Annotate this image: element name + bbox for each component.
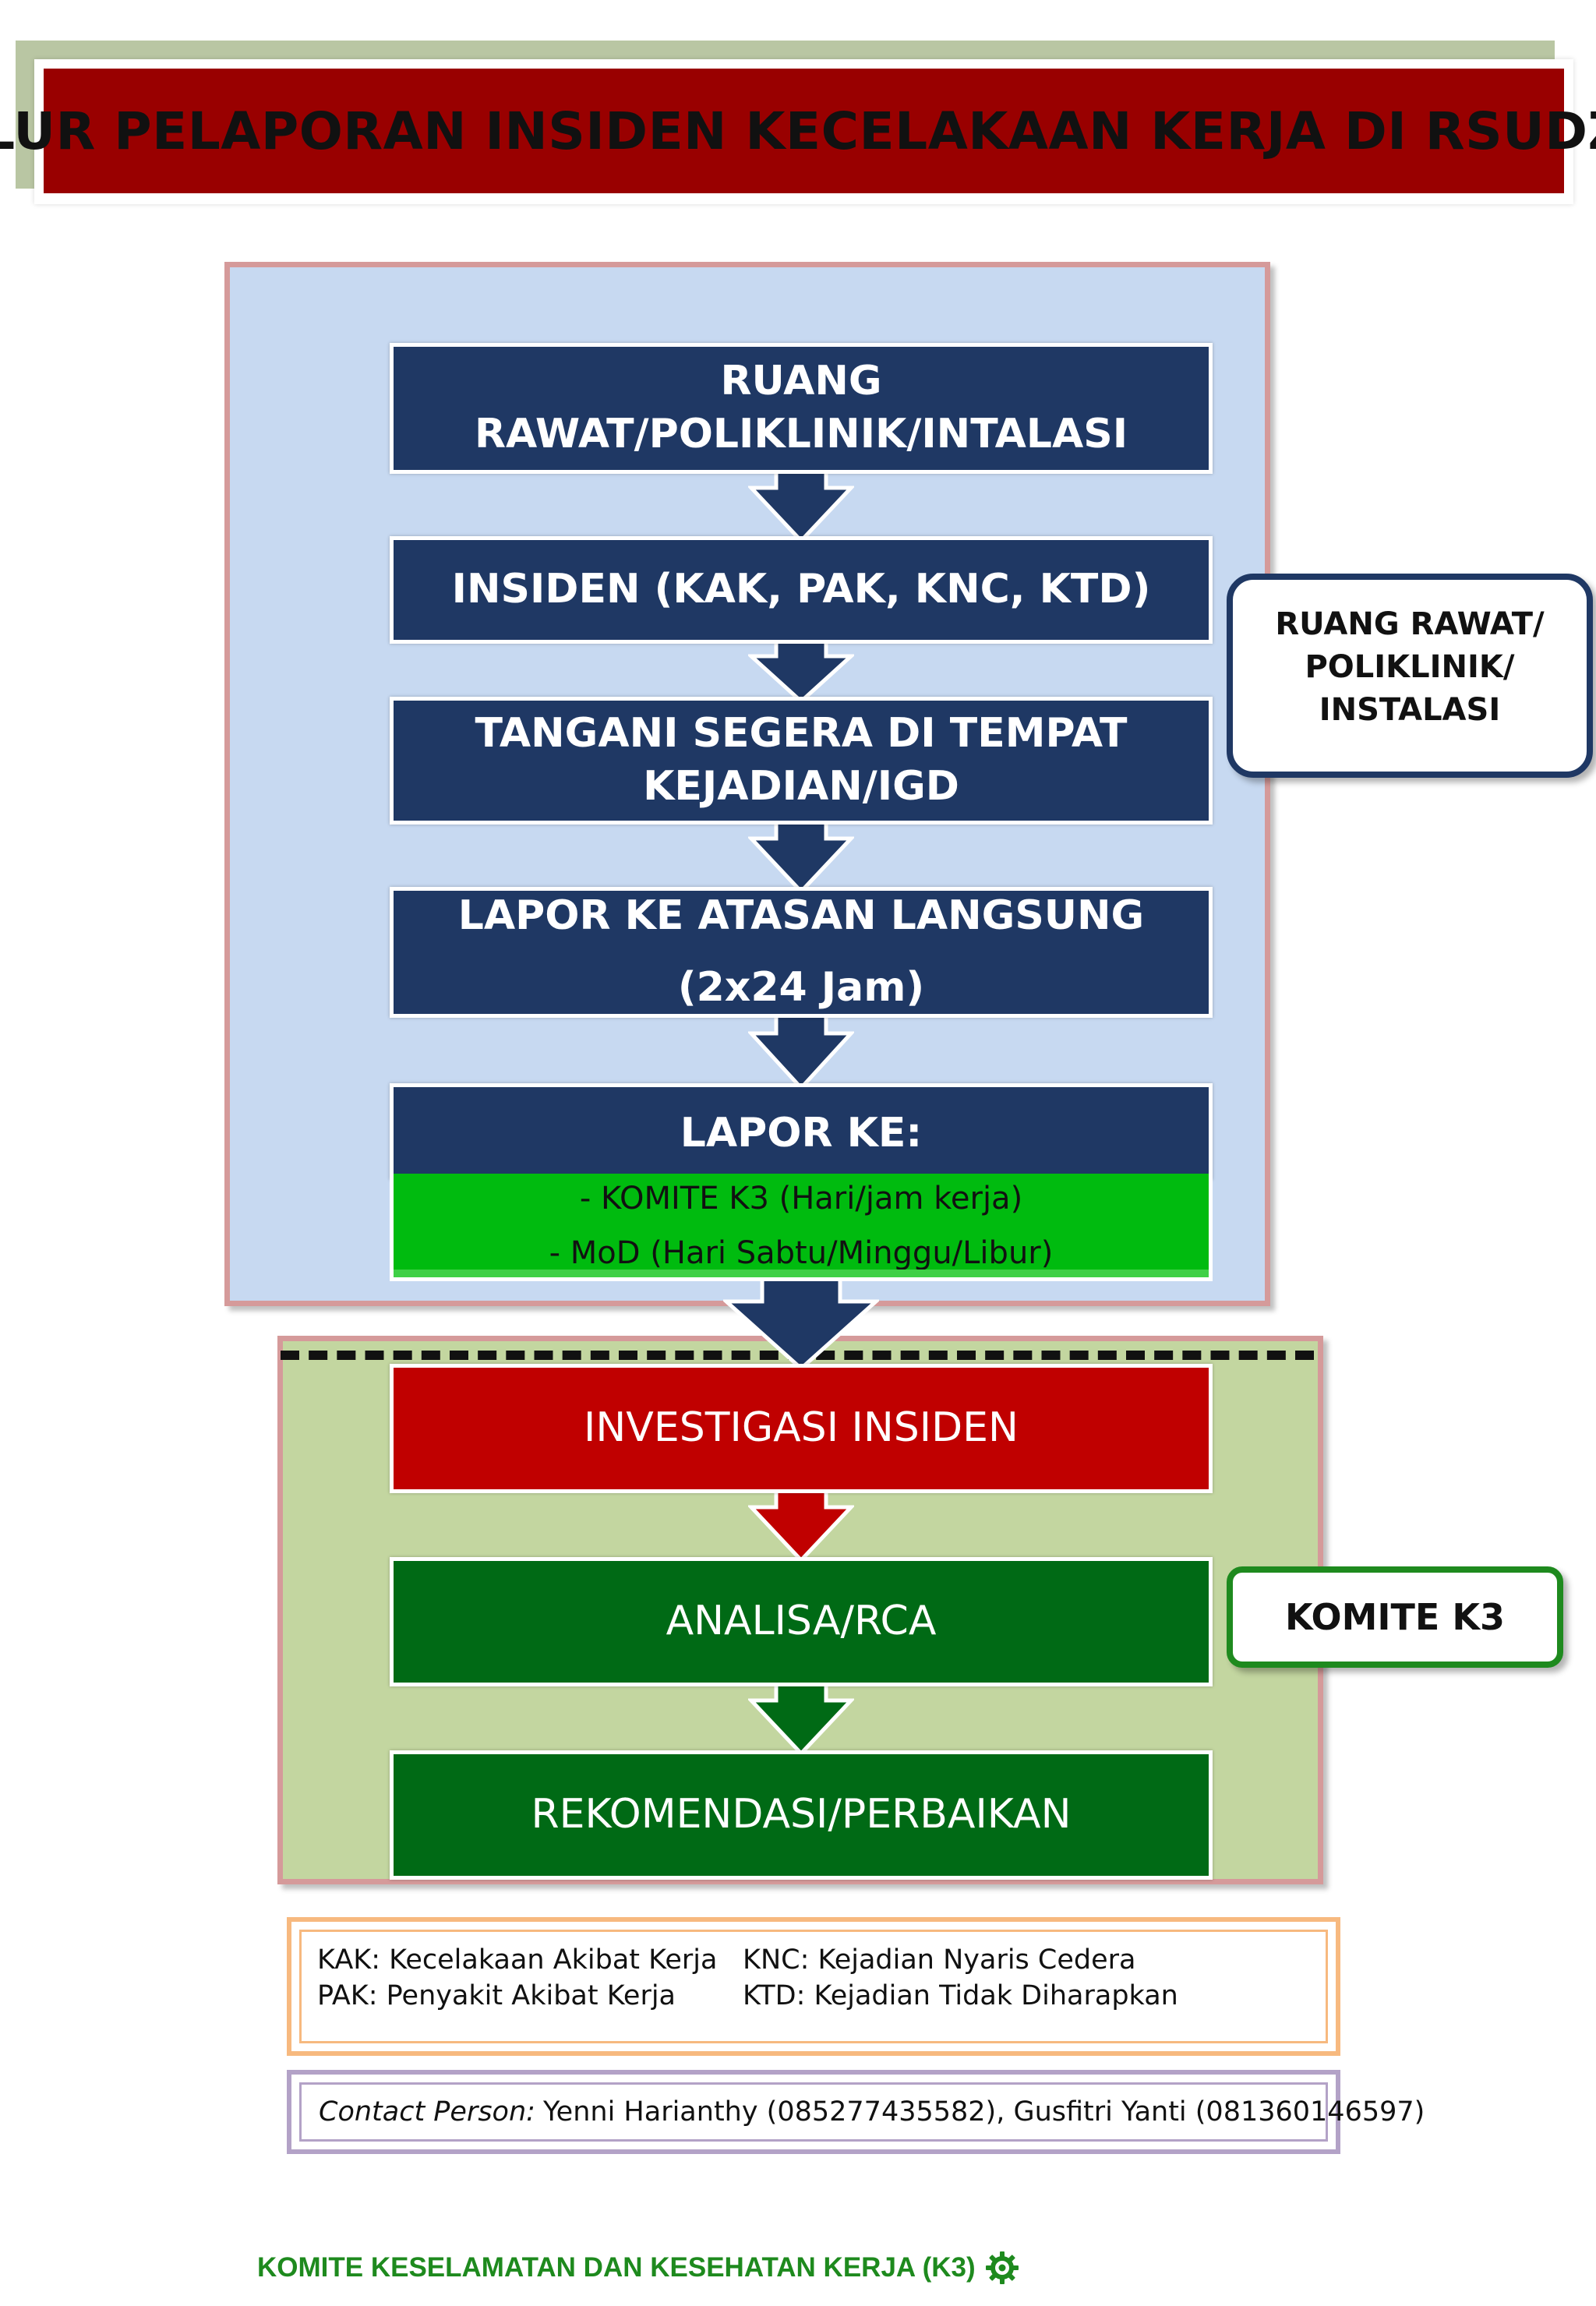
flow-step-label: ANALISA/RCA [666,1598,937,1645]
arrow-down-icon [748,1010,854,1091]
side-label-line: INSTALASI [1319,692,1501,729]
arrow-down-icon [748,466,854,544]
flow-step-label: LAPOR KE ATASAN LANGSUNG [457,892,1145,940]
title-banner: ALUR PELAPORAN INSIDEN KECELAKAAN KERJA … [0,69,1596,193]
flow-step-label: TANGANI SEGERA DI TEMPAT [475,710,1128,757]
flow-step-insiden: INSIDEN (KAK, PAK, KNC, KTD) [390,536,1213,644]
side-label-line: POLIKLINIK/ [1305,649,1515,686]
flow-step-analisa: ANALISA/RCA [390,1557,1213,1686]
flow-step-investigasi: INVESTIGASI INSIDEN [390,1364,1213,1493]
flow-step-label: REKOMENDASI/PERBAIKAN [531,1791,1072,1838]
flow-step-label: KEJADIAN/IGD [643,763,959,810]
footer-text: KOMITE KESELAMATAN DAN KESEHATAN KERJA (… [257,2252,976,2283]
contact-label: Contact Person: [319,2096,535,2128]
arrow-down-icon [748,636,854,705]
flow-step-label: INVESTIGASI INSIDEN [584,1404,1019,1452]
flow-step-rekomendasi: REKOMENDASI/PERBAIKAN [390,1750,1213,1880]
legend-frame: KAK: Kecelakaan Akibat Kerja PAK: Penyak… [299,1930,1328,2043]
gear-icon [985,2251,1019,2284]
page-title: ALUR PELAPORAN INSIDEN KECELAKAAN KERJA … [0,101,1596,161]
side-label-line: KOMITE K3 [1284,1596,1506,1638]
flow-step-label: RUANG RAWAT/POLIKLINIK/INTALASI [474,358,1128,457]
flow-step-ruang: RUANG RAWAT/POLIKLINIK/INTALASI [390,343,1213,474]
flow-step-lapor-atasan: LAPOR KE ATASAN LANGSUNG (2x24 Jam) [390,887,1213,1018]
flow-step-label: INSIDEN (KAK, PAK, KNC, KTD) [451,566,1151,613]
abbreviation-legend: KAK: Kecelakaan Akibat Kerja PAK: Penyak… [287,1917,1340,2056]
contact-persons: Yenni Harianthy (085277435582), Gusfitri… [542,2096,1425,2128]
flow-step-label: (2x24 Jam) [677,964,925,1011]
side-label-komite: KOMITE K3 [1227,1566,1563,1668]
arrow-down-icon [748,1679,854,1757]
flow-step-label: LAPOR KE: [680,1109,923,1157]
recipient-item: - MoD (Hari Sabtu/Minggu/Libur) [549,1234,1054,1271]
flow-step-tangani: TANGANI SEGERA DI TEMPAT KEJADIAN/IGD [390,697,1213,825]
arrow-down-icon [748,817,854,895]
flow-step-lapor-ke: LAPOR KE: [390,1083,1213,1180]
legend-item-ktd: KTD: Kejadian Tidak Diharapkan [743,1980,1178,2011]
contact-box: Contact Person: Yenni Harianthy (0852774… [287,2070,1425,2154]
legend-item-kak: KAK: Kecelakaan Akibat Kerja [317,1944,718,1976]
footer: KOMITE KESELAMATAN DAN KESEHATAN KERJA (… [257,2244,1019,2291]
side-label-ruang: RUANG RAWAT/ POLIKLINIK/ INSTALASI [1227,574,1593,778]
legend-item-pak: PAK: Penyakit Akibat Kerja [317,1980,676,2011]
contact-frame: Contact Person: Yenni Harianthy (0852774… [299,2082,1425,2142]
arrow-down-icon [723,1278,879,1372]
lapor-ke-recipients: - KOMITE K3 (Hari/jam kerja) - MoD (Hari… [390,1174,1213,1281]
side-label-line: RUANG RAWAT/ [1275,606,1545,642]
legend-item-knc: KNC: Kejadian Nyaris Cedera [743,1944,1136,1976]
arrow-down-icon [748,1485,854,1563]
recipient-item: - KOMITE K3 (Hari/jam kerja) [579,1180,1023,1217]
